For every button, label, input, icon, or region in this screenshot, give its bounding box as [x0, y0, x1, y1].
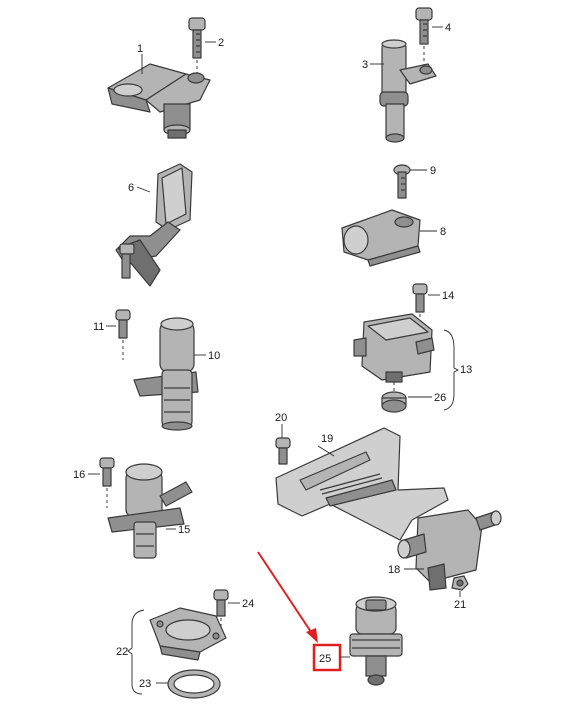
part-18-valve-block: [397, 509, 502, 591]
callout-1: 1: [137, 43, 143, 55]
callout-18: 18: [388, 564, 400, 576]
highlight-box: [312, 643, 342, 672]
callout-24: 24: [242, 598, 254, 610]
part-19-bracket: [275, 427, 449, 541]
part-8-sensor: [341, 209, 421, 267]
part-22-cover: [149, 607, 227, 661]
part-4-bolt: [415, 7, 433, 45]
part-2-bolt: [188, 17, 206, 59]
callout-16: 16: [73, 469, 85, 481]
callout-20: 20: [275, 412, 287, 424]
part-20-bolt: [275, 437, 291, 465]
part-6-bracket-sensor: [115, 163, 193, 287]
callout-6: 6: [128, 182, 134, 194]
part-16-bolt: [99, 457, 115, 487]
callout-21: 21: [454, 599, 466, 611]
part-11-bolt: [115, 309, 131, 339]
part-14-bolt: [412, 283, 428, 313]
callout-14: 14: [442, 290, 454, 302]
part-3-sensor: [379, 39, 437, 143]
part-24-bolt: [213, 589, 229, 617]
callout-15: 15: [178, 524, 190, 536]
part-10-solenoid-valve: [133, 317, 199, 431]
part-1-sensor: [107, 63, 211, 139]
part-13-actuator: [353, 313, 435, 383]
callout-22: 22: [116, 646, 128, 658]
callout-23: 23: [139, 678, 151, 690]
callout-19: 19: [321, 433, 333, 445]
callout-13: 13: [460, 364, 472, 376]
callout-11: 11: [93, 321, 104, 333]
highlight-arrow: [257, 551, 318, 643]
callout-26: 26: [434, 392, 446, 404]
part-15-valve: [107, 463, 193, 559]
callout-9: 9: [430, 165, 436, 177]
callout-8: 8: [440, 226, 446, 238]
part-21-nut: [451, 575, 469, 591]
callout-25: 25: [319, 653, 331, 665]
part-9-bolt: [393, 164, 411, 199]
callout-10: 10: [208, 350, 220, 362]
part-23-o-ring: [167, 669, 221, 699]
callout-2: 2: [218, 37, 224, 49]
callout-3: 3: [362, 59, 368, 71]
callout-4: 4: [445, 22, 451, 34]
part-25-pressure-sensor: [349, 596, 403, 686]
part-26-clamp: [381, 391, 407, 413]
